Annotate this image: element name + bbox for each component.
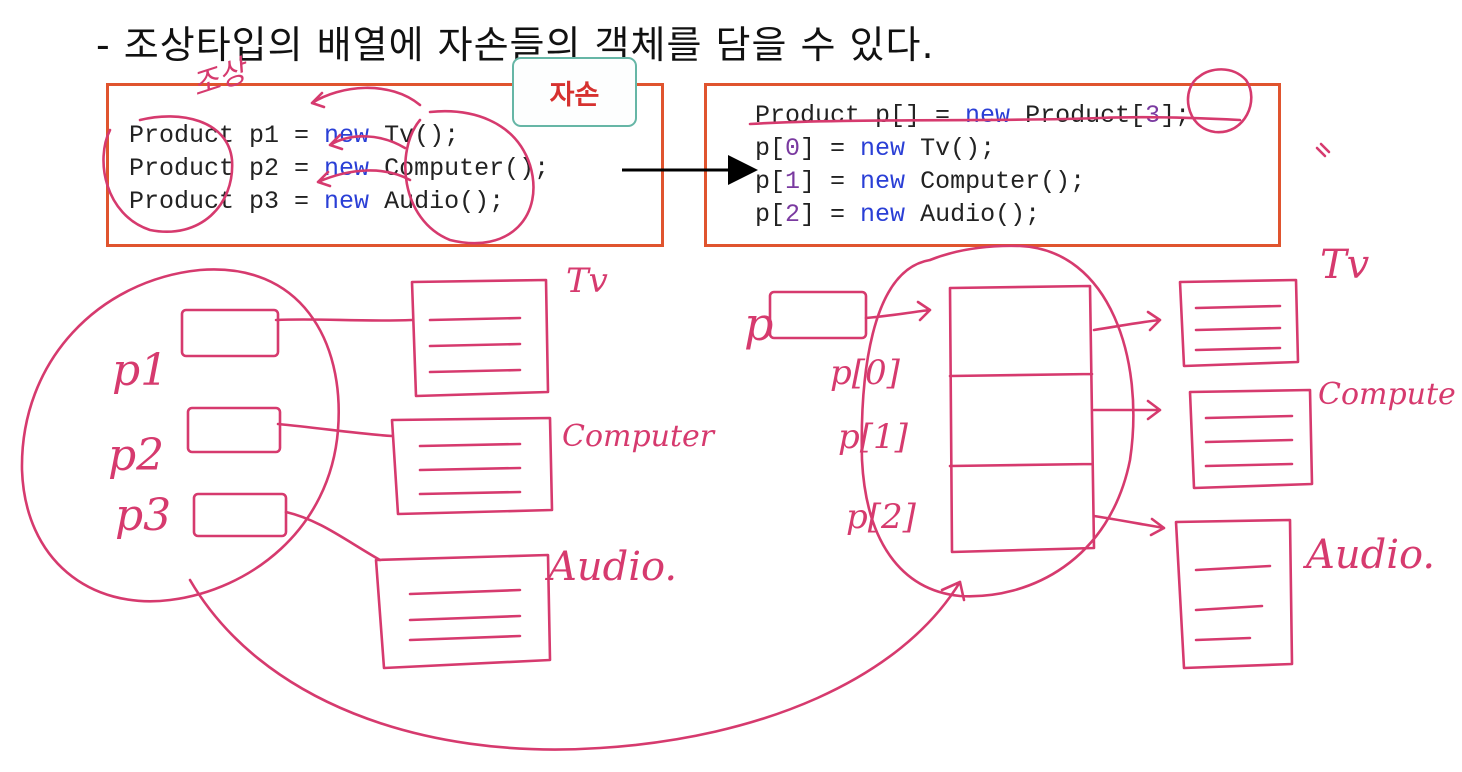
ink-slot-p2: p[2]: [846, 497, 917, 537]
ink-obj-tv-2: Tv: [1320, 242, 1370, 288]
left-code-block: Product p1 = new Tv(); Product p2 = new …: [129, 119, 549, 218]
right-code-box: Product p[] = new Product[3]; p[0] = new…: [704, 83, 1281, 247]
keyword-new: new: [860, 167, 906, 196]
right-code-block: Product p[] = new Product[3]; p[0] = new…: [755, 99, 1190, 231]
ink-var-p3: p3: [115, 490, 171, 541]
right-code-line-3: p[1] = new Computer();: [755, 167, 1086, 196]
ink-obj-audio-2: Audio.: [1302, 532, 1435, 578]
ink-marks-on-code: [102, 68, 1331, 245]
right-code-line-2: p[0] = new Tv();: [755, 134, 996, 163]
ink-var-p2: p2: [108, 430, 164, 481]
ink-slot-p1: p[1]: [838, 417, 909, 457]
keyword-new: new: [324, 187, 370, 216]
ink-obj-tv: Tv: [566, 261, 608, 301]
ink-obj-computer: Computer: [562, 419, 716, 454]
ink-slot-p0: p[0]: [830, 353, 901, 393]
ink-ref-p: p: [744, 297, 773, 351]
ink-obj-computer-2: Compute: [1318, 377, 1456, 412]
keyword-new: new: [965, 101, 1011, 130]
keyword-new: new: [860, 200, 906, 229]
left-code-line-2: Product p2 = new Computer();: [129, 154, 550, 183]
ink-label-ancestor: 조상: [187, 52, 254, 103]
right-code-line-4: p[2] = new Audio();: [755, 200, 1041, 229]
ink-var-p1: p1: [112, 345, 168, 396]
left-diagram: p1 p2 p3 Tv Computer Audio.: [20, 261, 966, 751]
ink-obj-audio: Audio.: [544, 544, 677, 590]
descendant-badge: 자손: [512, 57, 637, 127]
keyword-new: new: [860, 134, 906, 163]
right-code-line-1: Product p[] = new Product[3];: [755, 101, 1191, 130]
left-code-line-3: Product p3 = new Audio();: [129, 187, 505, 216]
right-diagram: p p[0] p[1] p[2] Tv Compute Audio.: [744, 242, 1456, 670]
